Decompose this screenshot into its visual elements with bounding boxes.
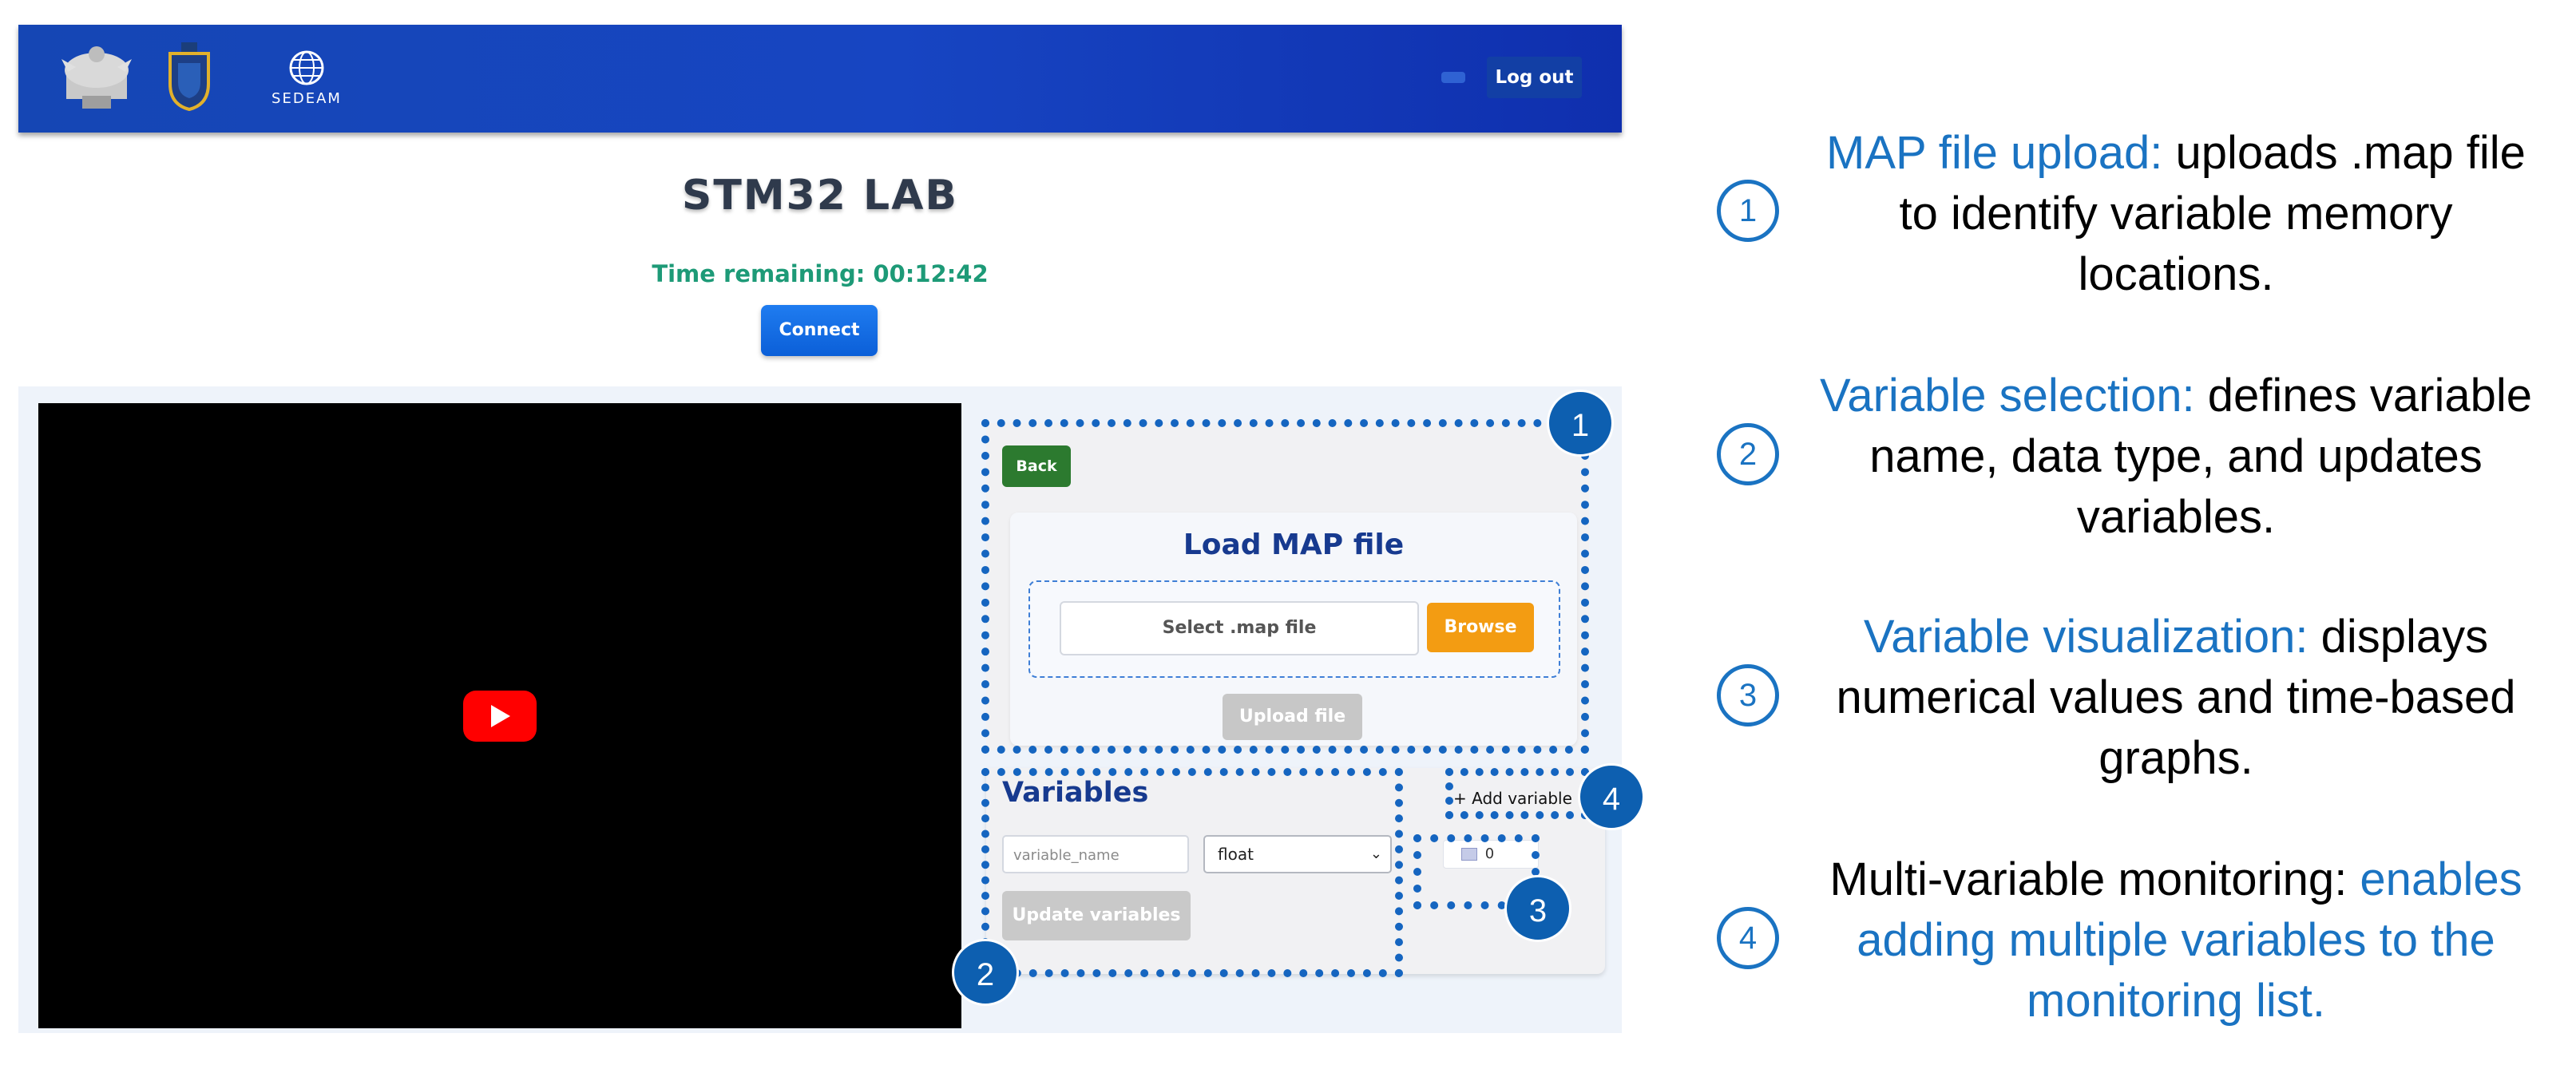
youtube-play-icon[interactable] — [463, 691, 537, 742]
badge-4: 4 — [1578, 763, 1645, 830]
variable-type-value: float — [1218, 845, 1254, 864]
legend-number-4: 4 — [1717, 907, 1779, 969]
highlight-box-3 — [1413, 834, 1540, 909]
logo-text: SEDEAM — [271, 90, 342, 107]
legend-number-1: 1 — [1717, 180, 1779, 242]
update-variables-button[interactable]: Update variables — [1002, 891, 1191, 940]
badge-3: 3 — [1504, 875, 1571, 942]
logout-button[interactable]: Log out — [1487, 57, 1582, 98]
legend-number-3: 3 — [1717, 664, 1779, 727]
legend-text-4: Multi-variable monitoring: enables addin… — [1829, 853, 2522, 1027]
variable-value: 0 — [1484, 845, 1495, 862]
chart-icon — [1461, 848, 1477, 861]
badge-1: 1 — [1547, 390, 1614, 457]
emblem-eagle-icon — [60, 43, 133, 117]
video-player[interactable] — [38, 403, 961, 1028]
shield-crest-icon — [167, 42, 212, 114]
page-title: STM32 LAB — [681, 172, 959, 220]
add-variable-button[interactable]: + Add variable — [1453, 789, 1572, 808]
browse-button[interactable]: Browse — [1427, 603, 1534, 652]
connect-button[interactable]: Connect — [761, 305, 878, 356]
legend-text-3: Variable visualization: displays numeric… — [1836, 611, 2516, 784]
nav-indicator — [1441, 72, 1465, 83]
variable-type-select[interactable]: float ⌄ — [1203, 835, 1392, 873]
select-chevron-icon: ⌄ — [1369, 845, 1382, 862]
legend-text-2: Variable selection: defines variable nam… — [1819, 370, 2532, 543]
legend-text-1: MAP file upload: uploads .map file to id… — [1826, 127, 2526, 300]
sedeam-globe-icon: SEDEAM — [268, 49, 345, 116]
map-file-input[interactable]: Select .map file — [1060, 601, 1419, 655]
badge-2: 2 — [952, 939, 1019, 1006]
variable-name-input[interactable]: variable_name — [1002, 835, 1189, 873]
legend-number-2: 2 — [1717, 423, 1779, 485]
variable-value-display[interactable]: 0 — [1443, 840, 1539, 869]
variables-title: Variables — [1002, 777, 1149, 809]
highlight-box-4 — [1445, 768, 1589, 819]
back-button[interactable]: Back — [1002, 445, 1071, 487]
highlight-box-2 — [981, 768, 1403, 977]
highlight-box-1 — [981, 419, 1589, 754]
map-card-title: Load MAP file — [1183, 529, 1405, 561]
top-navbar: SEDEAM Log out — [18, 25, 1622, 133]
time-remaining: Time remaining: 00:12:42 — [652, 260, 989, 287]
upload-file-button[interactable]: Upload file — [1223, 694, 1362, 740]
